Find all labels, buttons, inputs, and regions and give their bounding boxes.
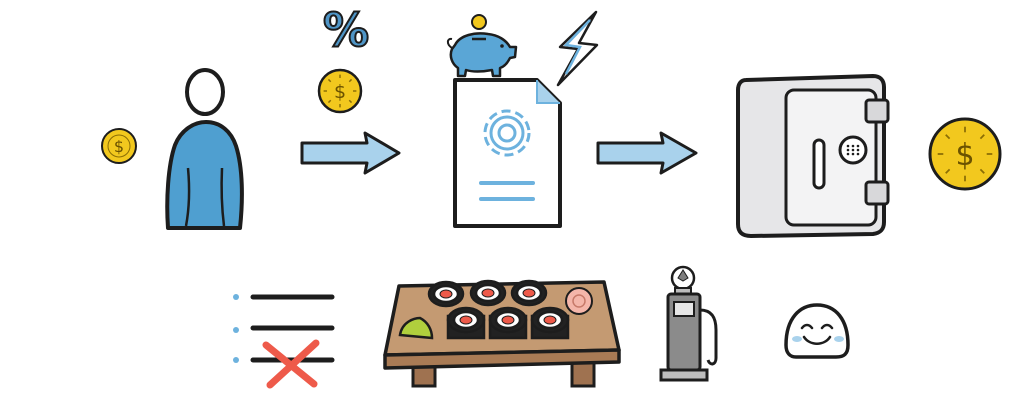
percent-icon: %: [322, 2, 370, 58]
svg-text:$: $: [114, 137, 124, 156]
smart-contract-icon: [453, 78, 562, 228]
svg-text:$: $: [955, 138, 974, 173]
piggy-bank-icon: [446, 14, 518, 78]
gear-icon: [483, 109, 531, 157]
sushi-icon: [383, 279, 621, 388]
safe-vault-icon: [736, 74, 890, 238]
smiley-face-icon: [784, 303, 850, 359]
lightning-icon: [556, 10, 599, 87]
person-icon: [165, 68, 244, 230]
gas-pump-icon: [659, 265, 718, 382]
right-arrow-icon: [596, 131, 698, 175]
dollar-coin-icon: $: [930, 119, 1000, 189]
dollar-coin-icon: $: [101, 128, 137, 164]
dollar-coin-icon: $: [319, 70, 361, 112]
checklist-icon: [233, 294, 335, 389]
red-cross-icon: [262, 339, 320, 389]
svg-text:$: $: [334, 81, 346, 103]
right-arrow-icon: [300, 131, 401, 175]
